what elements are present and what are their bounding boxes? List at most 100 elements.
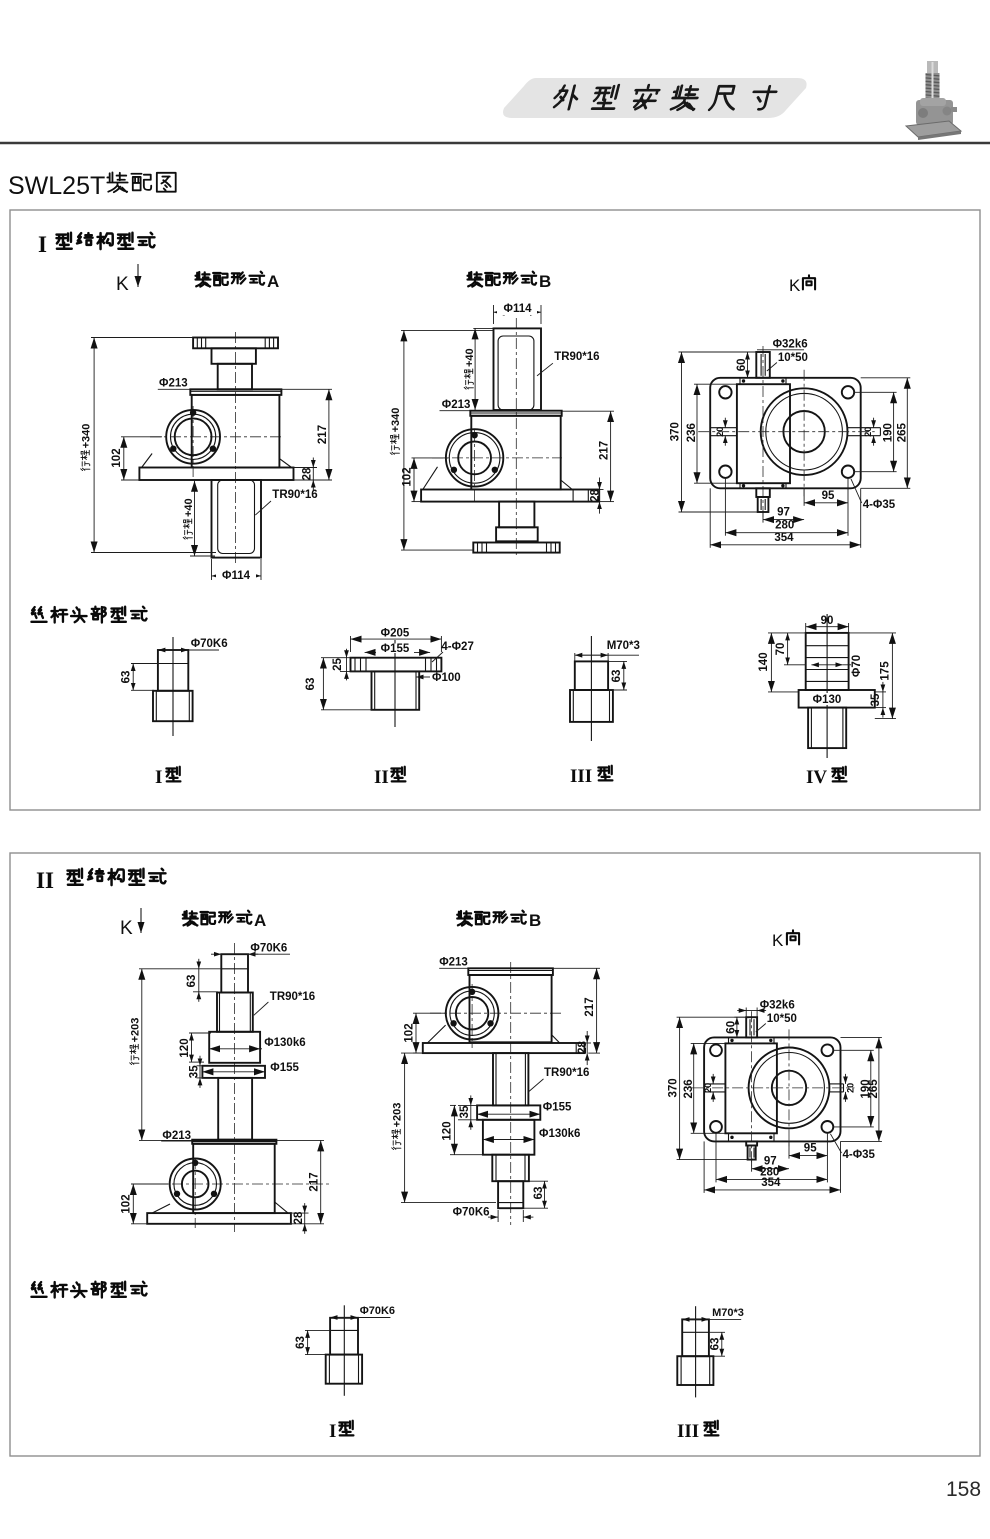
svg-text:Φ70K6: Φ70K6: [453, 1207, 490, 1219]
svg-text:Φ213: Φ213: [439, 957, 468, 969]
svg-text:Φ70: Φ70: [851, 655, 863, 677]
svg-text:Φ155: Φ155: [270, 1062, 299, 1074]
svg-text:K: K: [772, 931, 784, 950]
svg-text:63: 63: [533, 1187, 545, 1200]
svg-text:Φ130k6: Φ130k6: [264, 1037, 305, 1049]
svg-text:10*50: 10*50: [778, 352, 808, 364]
svg-text:Φ70K6: Φ70K6: [250, 943, 287, 955]
svg-text:97: 97: [777, 507, 790, 519]
svg-text:28: 28: [302, 467, 314, 480]
svg-text:A: A: [267, 272, 279, 291]
svg-text:20: 20: [846, 1083, 856, 1093]
svg-text:+40: +40: [183, 498, 195, 517]
svg-text:+203: +203: [392, 1103, 404, 1128]
svg-text:Φ114: Φ114: [222, 570, 251, 582]
svg-text:60: 60: [736, 359, 748, 372]
svg-text:+203: +203: [130, 1018, 142, 1043]
svg-text:20: 20: [863, 427, 873, 437]
svg-text:Φ130k6: Φ130k6: [539, 1128, 580, 1140]
svg-text:354: 354: [774, 532, 794, 544]
svg-text:TR90*16: TR90*16: [554, 351, 599, 363]
svg-text:+340: +340: [81, 424, 93, 449]
svg-text:120: 120: [442, 1121, 454, 1140]
svg-text:III: III: [570, 766, 592, 787]
svg-text:III: III: [677, 1421, 699, 1442]
svg-text:A: A: [254, 911, 266, 930]
svg-text:Φ70K6: Φ70K6: [360, 1305, 395, 1317]
svg-text:217: 217: [599, 441, 611, 460]
svg-text:SWL25T: SWL25T: [8, 172, 105, 200]
svg-text:236: 236: [686, 423, 698, 442]
svg-text:63: 63: [121, 671, 133, 684]
svg-text:I: I: [38, 232, 47, 257]
svg-text:102: 102: [111, 448, 123, 467]
svg-text:265: 265: [868, 1079, 880, 1099]
svg-text:Φ155: Φ155: [543, 1102, 572, 1114]
svg-text:20: 20: [703, 1083, 713, 1093]
svg-text:190: 190: [860, 1079, 872, 1098]
svg-text:Φ155: Φ155: [381, 643, 410, 655]
svg-text:63: 63: [305, 678, 317, 691]
svg-text:M70*3: M70*3: [712, 1307, 744, 1319]
svg-text:175: 175: [880, 661, 892, 681]
svg-text:140: 140: [758, 652, 770, 671]
svg-text:K: K: [116, 274, 129, 295]
svg-text:63: 63: [611, 670, 623, 683]
svg-text:Φ205: Φ205: [381, 628, 410, 640]
svg-text:70: 70: [775, 643, 787, 656]
svg-text:+40: +40: [464, 348, 476, 367]
svg-text:63: 63: [710, 1338, 722, 1351]
svg-text:28: 28: [577, 1041, 589, 1054]
svg-text:102: 102: [121, 1194, 133, 1213]
svg-text:97: 97: [764, 1156, 777, 1168]
svg-text:280: 280: [775, 520, 794, 532]
svg-text:B: B: [529, 911, 541, 930]
svg-text:370: 370: [670, 422, 682, 441]
svg-text:II: II: [36, 868, 54, 893]
svg-text:Φ100: Φ100: [432, 672, 461, 684]
svg-text:K: K: [789, 276, 801, 295]
svg-text:190: 190: [883, 423, 895, 442]
svg-text:158: 158: [946, 1478, 981, 1501]
svg-text:95: 95: [822, 490, 835, 502]
svg-text:35: 35: [189, 1065, 201, 1078]
svg-text:IV: IV: [806, 767, 827, 788]
svg-text:B: B: [539, 272, 551, 291]
svg-text:II: II: [374, 767, 389, 788]
svg-text:+340: +340: [390, 408, 402, 433]
svg-text:TR90*16: TR90*16: [270, 991, 315, 1003]
svg-text:217: 217: [309, 1172, 321, 1191]
svg-text:60: 60: [726, 1021, 738, 1034]
svg-text:Φ32k6: Φ32k6: [760, 1000, 795, 1012]
svg-text:10*50: 10*50: [767, 1013, 797, 1025]
svg-text:63: 63: [295, 1336, 307, 1349]
svg-text:Φ213: Φ213: [159, 378, 188, 390]
svg-text:265: 265: [896, 423, 908, 443]
svg-text:K: K: [120, 918, 133, 939]
svg-text:102: 102: [402, 467, 414, 486]
svg-text:354: 354: [761, 1177, 781, 1189]
svg-text:25: 25: [332, 658, 344, 671]
svg-text:120: 120: [179, 1038, 191, 1057]
svg-text:28: 28: [590, 489, 602, 502]
svg-text:Φ130: Φ130: [813, 694, 842, 706]
svg-text:I: I: [329, 1421, 336, 1442]
svg-text:90: 90: [821, 615, 834, 627]
svg-text:236: 236: [683, 1079, 695, 1098]
svg-text:280: 280: [760, 1166, 779, 1178]
svg-text:Φ70K6: Φ70K6: [191, 638, 228, 650]
svg-text:Φ32k6: Φ32k6: [773, 339, 808, 351]
svg-text:4-Φ35: 4-Φ35: [863, 499, 896, 511]
svg-text:35: 35: [870, 693, 882, 706]
svg-text:4-Φ27: 4-Φ27: [441, 641, 473, 653]
svg-text:217: 217: [584, 997, 596, 1016]
svg-text:102: 102: [404, 1023, 416, 1042]
svg-text:Φ213: Φ213: [442, 399, 471, 411]
svg-text:95: 95: [804, 1143, 817, 1155]
svg-text:I: I: [155, 767, 162, 788]
svg-text:63: 63: [186, 975, 198, 988]
svg-text:Φ114: Φ114: [504, 303, 533, 315]
svg-text:4-Φ35: 4-Φ35: [843, 1149, 876, 1161]
svg-text:Φ213: Φ213: [162, 1130, 191, 1142]
svg-text:TR90*16: TR90*16: [272, 489, 317, 501]
